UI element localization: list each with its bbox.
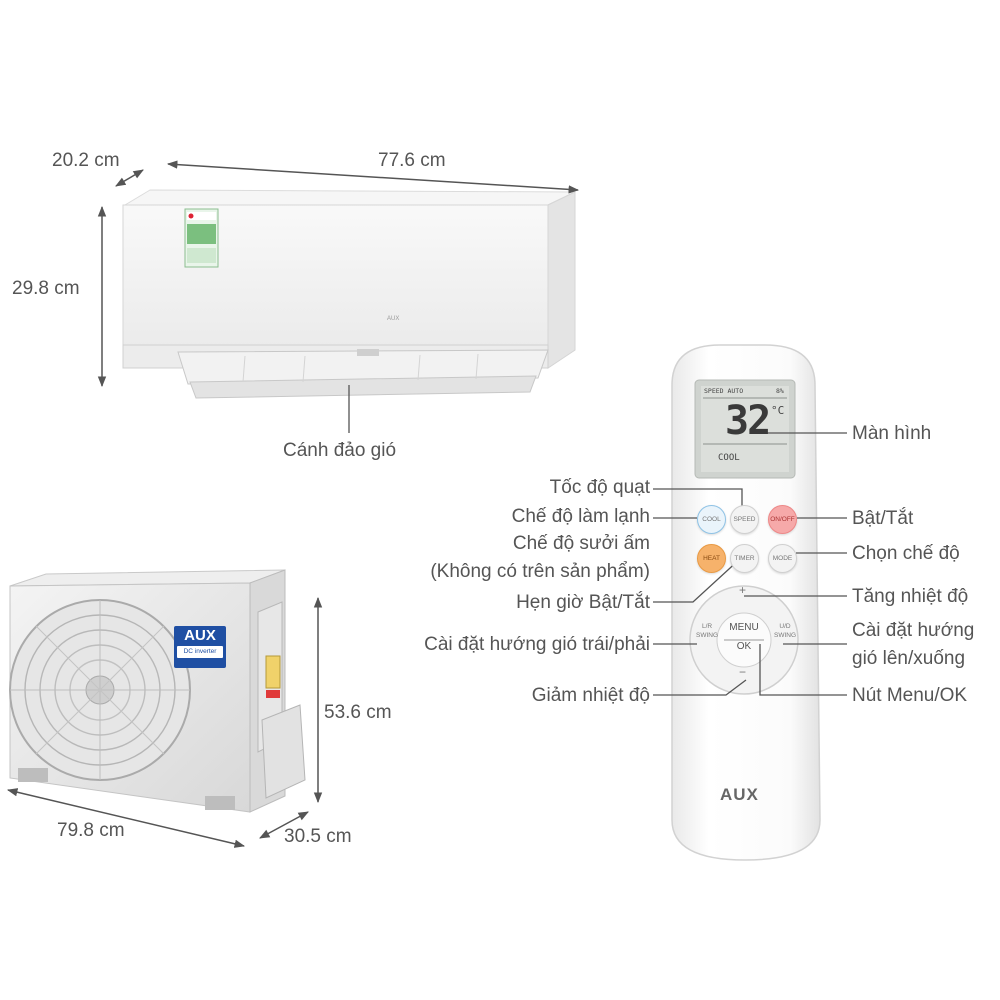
fan-grille — [9, 599, 191, 781]
speed-button[interactable]: SPEED — [730, 505, 759, 534]
indoor-unit: AUX — [122, 189, 576, 399]
outdoor-unit — [9, 569, 306, 813]
callout-heat-mode: Chế độ sưởi ấm — [512, 533, 650, 554]
indoor-width-label: 77.6 cm — [378, 150, 446, 171]
callout-temp-up: Tăng nhiệt độ — [852, 586, 969, 607]
callout-cool-mode: Chế độ làm lạnh — [511, 506, 650, 527]
timer-button[interactable]: TIMER — [730, 544, 759, 573]
remote-control — [671, 344, 821, 861]
swing-left-label: SWING — [696, 632, 719, 639]
lcd-top-right: 8% — [776, 387, 784, 395]
lcd-temperature: 32 — [725, 398, 771, 444]
energy-label — [184, 208, 219, 268]
lr-label: L/R — [701, 623, 713, 630]
indoor-logo: AUX — [387, 316, 399, 322]
ud-button[interactable]: U/D SWING — [774, 622, 796, 640]
outdoor-depth-label: 30.5 cm — [284, 826, 352, 847]
temp-up-button[interactable]: + — [739, 583, 747, 597]
swing-right-label: SWING — [774, 632, 797, 639]
outdoor-width-label: 79.8 cm — [57, 820, 125, 841]
outdoor-dimension-lines — [6, 596, 323, 848]
louver-label: Cánh đảo gió — [283, 440, 397, 461]
callout-timer: Hẹn giờ Bật/Tắt — [516, 592, 650, 613]
callout-fan-speed: Tốc độ quạt — [549, 477, 650, 498]
temp-down-button[interactable]: − — [739, 665, 747, 679]
remote-brand: AUX — [720, 785, 759, 804]
indoor-dimension-lines — [97, 160, 580, 433]
callout-menu-ok: Nút Menu/OK — [852, 685, 968, 706]
lcd-mode: COOL — [718, 453, 740, 463]
callout-temp-down: Giảm nhiệt độ — [531, 685, 650, 706]
lcd-top-left: SPEED AUTO — [704, 387, 744, 395]
outdoor-brand-plate: AUX DC inverter — [174, 626, 226, 668]
lr-button[interactable]: L/R SWING — [696, 622, 718, 640]
menu-label: MENU — [729, 622, 759, 633]
outdoor-badge: DC inverter — [177, 646, 223, 658]
outdoor-height-label: 53.6 cm — [324, 702, 392, 723]
mode-button[interactable]: MODE — [768, 544, 797, 573]
callout-swing-ud-2: gió lên/xuống — [852, 648, 966, 669]
ud-label: U/D — [779, 623, 791, 630]
callout-lines — [653, 432, 847, 696]
lcd-unit: °C — [771, 404, 785, 417]
callout-swing-ud-1: Cài đặt hướng — [852, 620, 975, 641]
louver — [177, 349, 549, 399]
callout-heat-note: (Không có trên sản phẩm) — [430, 561, 650, 582]
callout-screen: Màn hình — [852, 423, 932, 444]
outdoor-brand: AUX — [184, 627, 216, 644]
callout-on-off: Bật/Tắt — [852, 508, 914, 529]
ok-label: OK — [736, 641, 752, 652]
onoff-button[interactable]: ON/OFF — [768, 505, 797, 534]
indoor-depth-label: 20.2 cm — [52, 150, 120, 171]
indoor-height-label: 29.8 cm — [12, 278, 80, 299]
callout-mode-select: Chọn chế độ — [852, 543, 960, 564]
cool-button[interactable]: COOL — [697, 505, 726, 534]
callout-swing-lr: Cài đặt hướng gió trái/phải — [424, 634, 650, 655]
heat-button[interactable]: HEAT — [697, 544, 726, 573]
